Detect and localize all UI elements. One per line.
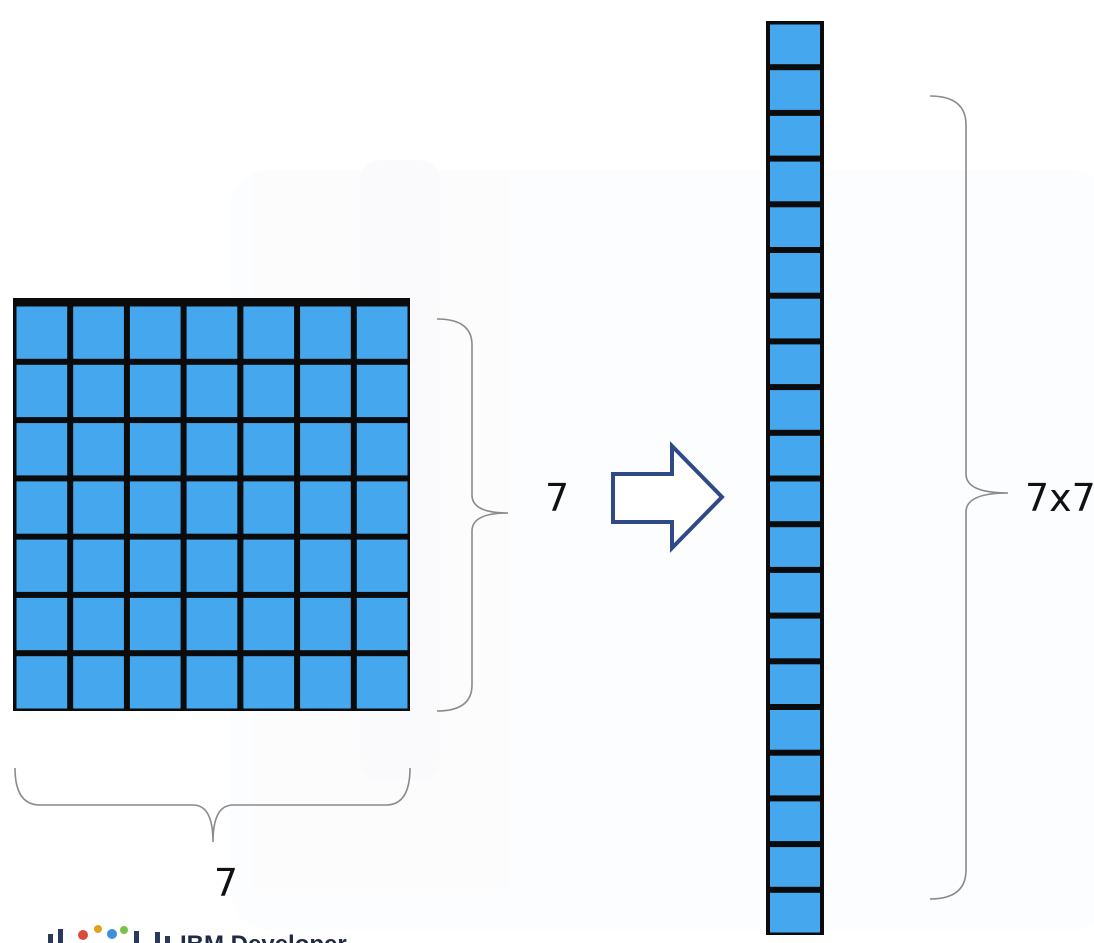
grid-cell [243,597,295,651]
vector-cell [770,24,820,65]
grid-cell [16,656,68,709]
grid-cell [186,597,238,651]
brand-text: IBM Developer [180,931,347,943]
grid-cell [300,306,351,359]
grid-cell [243,364,295,418]
vector-cell [770,70,820,110]
grid-cell [186,481,238,534]
grid-cell [300,656,351,709]
grid-cell [16,364,68,418]
vector-cell [770,847,820,887]
grid-cell [129,481,181,534]
grid-cell [129,306,181,359]
grid-cell [129,423,181,476]
vector-label: 7x7 [1025,476,1094,520]
grid-cell [356,597,408,651]
flattened-vector [766,21,824,935]
grid-cell [16,423,68,476]
vector-cell [770,390,820,430]
vector-cell [770,527,820,567]
vector-cell [770,710,820,750]
grid-cell [243,423,295,476]
grid-cell [16,539,68,592]
grid-cell [300,364,351,418]
width-label: 7 [214,861,238,905]
vector-cell [770,298,820,339]
ibm-developer-logo: IBM Developer [48,925,347,943]
grid-cell [129,364,181,418]
grid-cell [356,423,408,476]
flatten-arrow-icon [611,441,725,553]
grid-cell [73,481,124,534]
grid-cell [129,539,181,592]
grid-cell [243,539,295,592]
grid-cell [73,539,124,592]
vector-cell [770,801,820,842]
grid-cell [300,423,351,476]
vector-cell [770,755,820,796]
vector-cell [770,435,820,476]
vector-cell [770,115,820,156]
grid-cell [16,306,68,359]
grid-cell [186,306,238,359]
grid-cell [73,364,124,418]
grid-cell [243,481,295,534]
grid-cell [356,306,408,359]
grid-cell [129,597,181,651]
grid-top-border [13,298,410,306]
grid-cell [356,481,408,534]
vector-cell [770,207,820,247]
vector-cell [770,572,820,613]
grid-cell [186,423,238,476]
vector-bracket [929,95,1009,900]
grid-cell [16,481,68,534]
grid-cell [356,364,408,418]
width-bracket [14,767,411,843]
grid-cell [16,597,68,651]
grid-cell [300,481,351,534]
grid-cell [186,539,238,592]
vector-cell [770,664,820,704]
grid-cell [73,423,124,476]
grid-cell [243,656,295,709]
vector-frame [766,21,824,935]
height-label: 7 [545,476,569,520]
height-bracket [436,318,509,712]
vector-cell [770,161,820,202]
grid-cell [300,597,351,651]
vector-cell [770,892,820,933]
grid-cell [356,539,408,592]
grid-cell [129,656,181,709]
grid-cell [243,306,295,359]
grid-cell [186,364,238,418]
grid-cell [300,539,351,592]
vector-cell [770,253,820,293]
grid-cell [356,656,408,709]
vector-cell [770,481,820,522]
vector-cell [770,618,820,659]
grid-cell [73,306,124,359]
grid-cell [73,597,124,651]
grid-cell [186,656,238,709]
input-grid-7x7 [13,298,410,711]
grid-cell [73,656,124,709]
vector-cell [770,344,820,385]
